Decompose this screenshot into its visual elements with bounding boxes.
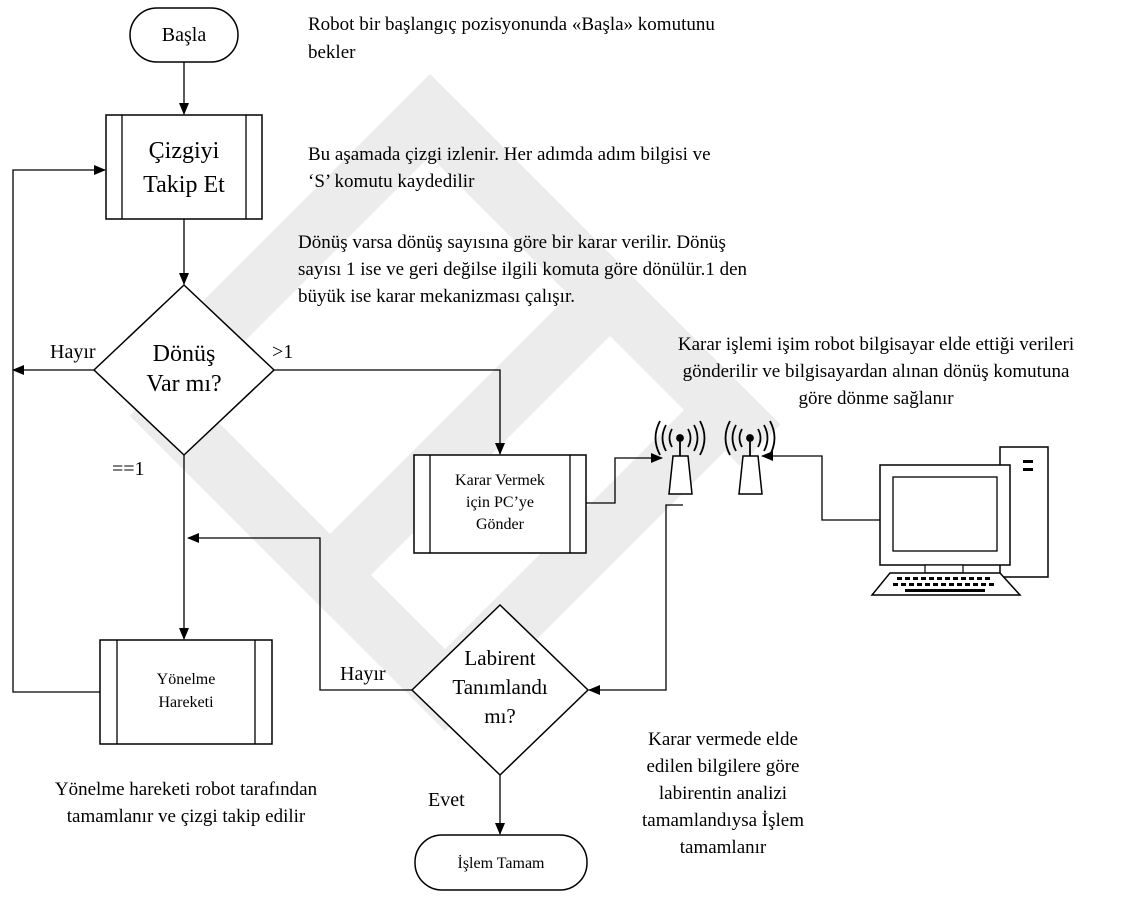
orient-node: Yönelme Hareketi [99,639,273,745]
maze-label-1: Labirent [464,646,535,670]
edge-label-yes: Evet [428,789,465,811]
note-start-line: bekler [308,42,356,63]
note-wireless-line: Karar işlemi işim robot bilgisayar elde … [678,334,1074,355]
send-pc-label-1: Karar Vermek [455,472,545,489]
note-wireless: Karar işlemi işim robot bilgisayar elde … [678,334,1074,409]
note-maze-line: tamamlandıysa İşlem [642,810,804,831]
note-orient-line: tamamlanır ve çizgi takip edilir [67,806,306,827]
note-wireless-line: gönderilir ve bilgisayardan alınan dönüş… [683,361,1070,382]
edge-label-eq1: ==1 [112,458,145,480]
turn-label-1: Dönüş [153,341,216,367]
note-follow: Bu aşamada çizgi izlenir. Her adımda adı… [308,144,711,192]
note-maze-line: labirentin analizi [659,783,787,804]
follow-label-2: Takip Et [143,172,225,198]
edge-label-no-maze: Hayır [340,663,386,685]
orient-label-2: Hareketi [158,694,214,711]
note-follow-line: ‘S’ komutu kaydedilir [308,171,475,192]
follow-line-node: Çizgiyi Takip Et [105,114,263,220]
computer-icon [870,446,1049,596]
end-label: İşlem Tamam [457,854,545,872]
antenna-icon [654,420,706,495]
follow-label-1: Çizgiyi [149,138,220,164]
send-pc-node: Karar Vermek için PC’ye Gönder [413,454,587,554]
note-maze: Karar vermede elde edilen bilgilere göre… [642,729,804,858]
maze-label-2: Tanımlandı [452,675,548,699]
note-maze-line: edilen bilgilere göre [647,756,800,777]
antenna-icon [724,420,776,495]
maze-decision-node: Labirent Tanımlandı mı? [410,603,590,777]
note-maze-line: tamamlanır [680,837,767,858]
note-follow-line: Bu aşamada çizgi izlenir. Her adımda adı… [308,144,711,165]
note-turn-line: Dönüş varsa dönüş sayısına göre bir kara… [298,232,726,253]
note-maze-line: Karar vermede elde [648,729,798,750]
start-node: Başla [129,7,239,63]
watermark [129,73,781,732]
note-wireless-line: göre dönme sağlanır [798,388,954,409]
turn-label-2: Var mı? [146,371,221,397]
note-orient-line: Yönelme hareketi robot tarafından [55,779,318,800]
note-start: Robot bir başlangıç pozisyonunda «Başla»… [308,14,715,63]
note-start-line: Robot bir başlangıç pozisyonunda «Başla»… [308,14,715,35]
orient-label-1: Yönelme [157,671,216,688]
note-turn-line: sayısı 1 ise ve geri değilse ilgili komu… [298,259,748,280]
connectors [12,62,880,835]
note-turn-line: büyük ise karar mekanizması çalışır. [298,286,575,307]
send-pc-label-2: için PC’ye [466,494,534,511]
note-orient: Yönelme hareketi robot tarafından tamaml… [55,779,318,827]
start-label: Başla [162,24,207,46]
edge-label-gt1: >1 [272,341,293,363]
end-node: İşlem Tamam [414,834,588,891]
send-pc-label-3: Gönder [476,516,525,533]
edge-label-no: Hayır [50,341,96,363]
maze-label-3: mı? [484,704,516,728]
note-turn: Dönüş varsa dönüş sayısına göre bir kara… [298,232,748,307]
